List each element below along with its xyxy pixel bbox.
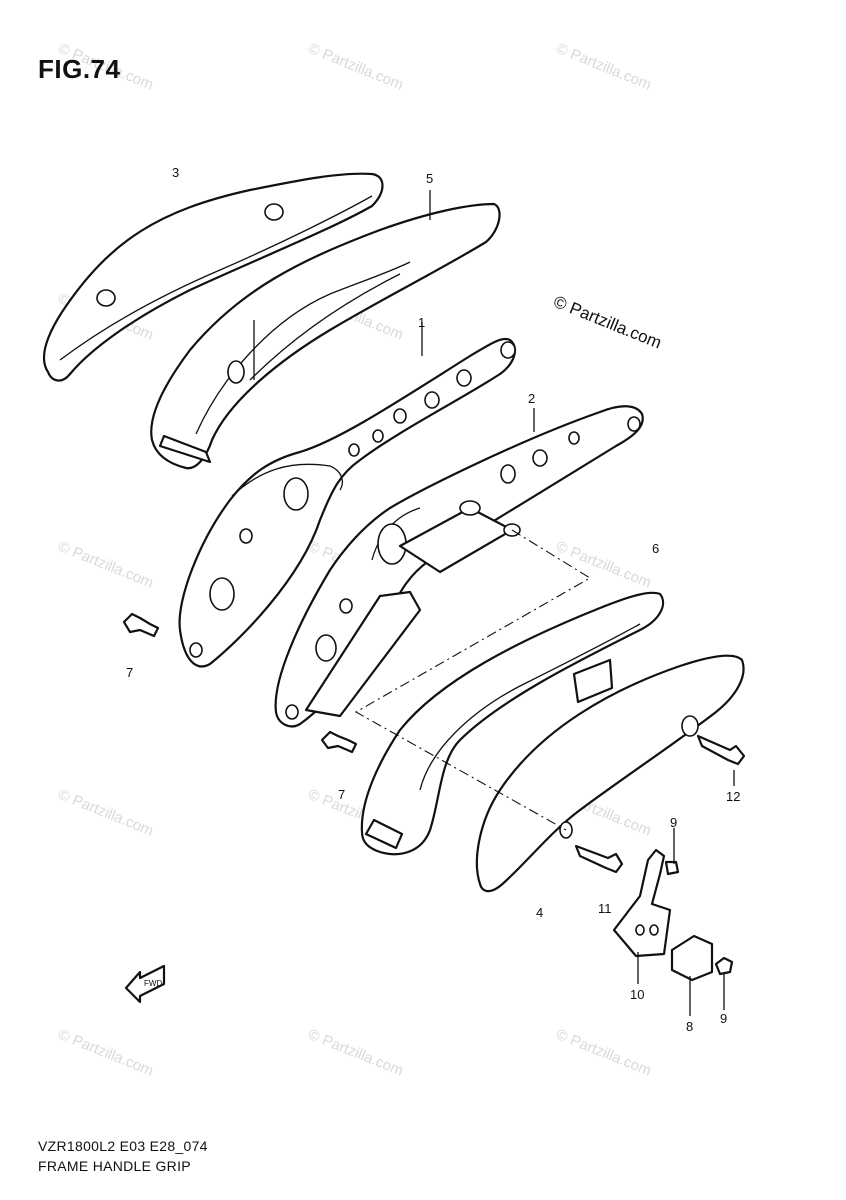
callout-10: 10 [630,987,645,1002]
part-6-trim [360,591,665,856]
figure-title: FIG.74 [38,54,121,84]
callout-12: 12 [726,789,741,804]
part-1-frame-handle [178,337,517,668]
part-4-cover [475,654,745,893]
callout-11: 11 [598,901,612,916]
forward-arrow-icon: FWD [124,964,166,1004]
part-7-bolt [320,730,358,754]
part-3-grip-cover [42,172,384,382]
part-12-bolt [696,734,746,766]
part-10-bracket [612,848,680,958]
mounting-bolt [574,844,624,874]
callout-7: 7 [126,665,134,680]
callout-5: 5 [426,171,434,186]
callout-8: 8 [686,1019,694,1034]
assembly-line [354,529,592,831]
callout-9: 9 [670,815,678,830]
callout-1: 1 [418,315,426,330]
callout-9: 9 [720,1011,728,1026]
figure-caption: FRAME HANDLE GRIP [38,1158,191,1174]
fwd-label: FWD [144,979,162,988]
callout-7: 7 [338,787,346,802]
part-8-clamp [670,934,734,982]
part-2-frame-handle [274,405,644,728]
callout-2: 2 [528,391,536,406]
part-5-grip [150,202,501,470]
callout-4: 4 [536,905,544,920]
callout-6: 6 [652,541,660,556]
callout-3: 3 [172,165,180,180]
part-7-bolt [122,612,160,638]
model-code: VZR1800L2 E03 E28_074 [38,1138,208,1154]
